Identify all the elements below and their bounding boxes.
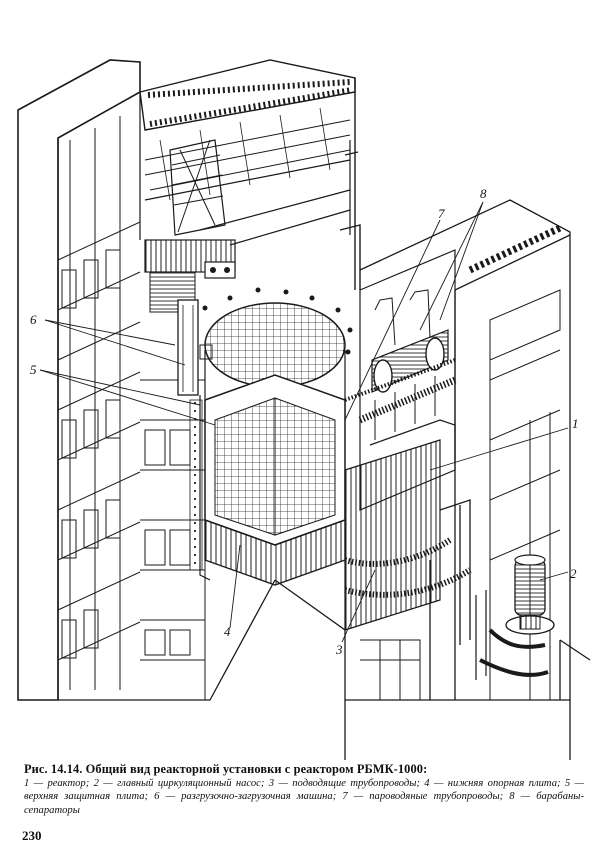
- page-number: 230: [22, 828, 42, 843]
- callout-4: 4: [224, 624, 231, 639]
- callout-8: 8: [480, 186, 487, 201]
- callout-7: 7: [438, 206, 445, 221]
- callout-2: 2: [570, 566, 577, 581]
- reactor-core-block: [189, 374, 346, 586]
- drum-separators: [344, 249, 457, 511]
- callout-5: 5: [30, 362, 37, 377]
- figure-caption: Рис. 14.14. Общий вид реакторной установ…: [24, 762, 584, 817]
- callout-6: 6: [30, 312, 37, 327]
- callout-1: 1: [572, 416, 579, 431]
- caption-legend: 1 — реактор; 2 — главный циркуляционный …: [24, 777, 584, 816]
- callout-3: 3: [335, 642, 343, 657]
- caption-title: Рис. 14.14. Общий вид реакторной установ…: [24, 762, 428, 776]
- main-circulation-pump: [475, 554, 555, 680]
- reactor-cutaway-drawing: 1 2 3 4 5 6 7 8: [17, 59, 591, 760]
- central-wall: [339, 78, 571, 700]
- inlet-pipelines: [344, 419, 472, 645]
- callout-leaders: [39, 201, 569, 643]
- lower-right-structure: [274, 560, 591, 760]
- overhead-crane-truss: [139, 59, 356, 246]
- left-building-block: [17, 59, 276, 701]
